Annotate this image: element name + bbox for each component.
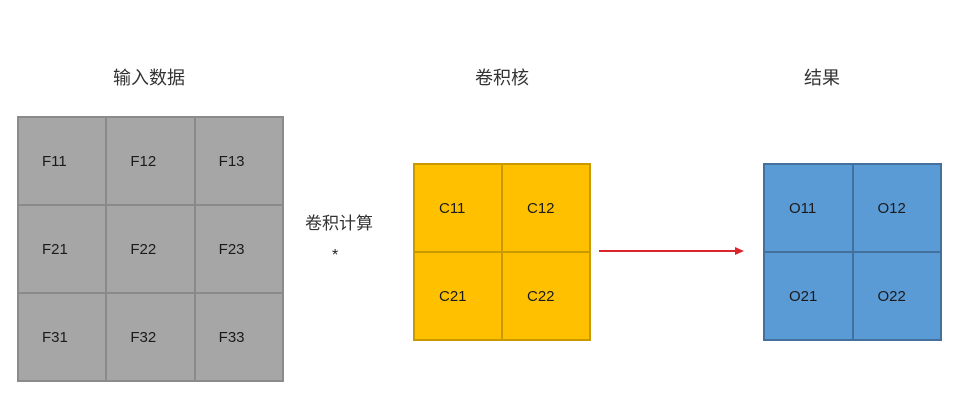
input-cell-f33: F33 bbox=[194, 293, 283, 381]
result-cell-o21: O21 bbox=[764, 252, 853, 340]
input-cell-f23: F23 bbox=[194, 205, 283, 293]
input-cell-f32: F32 bbox=[106, 293, 195, 381]
kernel-cell-c22: C22 bbox=[502, 252, 590, 340]
result-arrow-icon bbox=[599, 247, 744, 255]
input-data-grid: F11 F12 F13 F21 F22 F23 F31 F32 F33 bbox=[17, 116, 284, 382]
input-cell-f22: F22 bbox=[106, 205, 195, 293]
kernel-title: 卷积核 bbox=[475, 68, 529, 89]
kernel-cell-c21: C21 bbox=[414, 252, 502, 340]
input-cell-f11: F11 bbox=[18, 117, 107, 205]
result-cell-o22: O22 bbox=[852, 252, 941, 340]
result-grid: O11 O12 O21 O22 bbox=[763, 163, 942, 341]
input-cell-f12: F12 bbox=[106, 117, 195, 205]
result-cell-o11: O11 bbox=[764, 164, 853, 252]
kernel-cell-c12: C12 bbox=[502, 164, 590, 252]
input-cell-f13: F13 bbox=[194, 117, 283, 205]
input-cell-f31: F31 bbox=[18, 293, 107, 381]
input-cell-f21: F21 bbox=[18, 205, 107, 293]
kernel-grid: C11 C12 C21 C22 bbox=[413, 163, 591, 341]
result-title: 结果 bbox=[804, 68, 840, 89]
convolution-symbol: * bbox=[332, 247, 339, 264]
kernel-cell-c11: C11 bbox=[414, 164, 502, 252]
result-cell-o12: O12 bbox=[852, 164, 941, 252]
convolution-operation-label: 卷积计算 bbox=[305, 214, 373, 234]
input-data-title: 输入数据 bbox=[113, 68, 185, 89]
